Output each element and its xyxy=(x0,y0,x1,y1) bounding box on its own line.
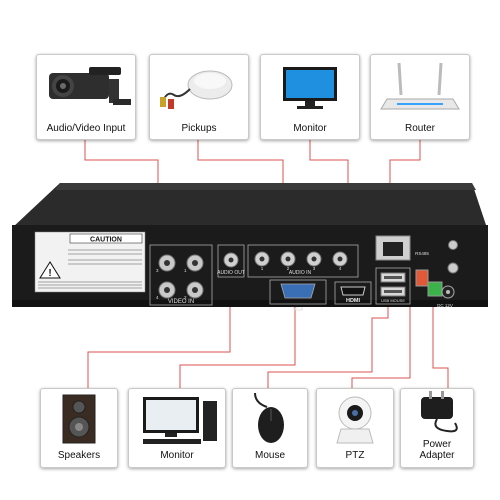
audio-in-number: 2 xyxy=(287,266,290,271)
line-ptz xyxy=(351,305,411,388)
device-card-pickups: Pickups xyxy=(149,54,249,140)
audio-in-label: AUDIO IN xyxy=(289,270,312,276)
power-jack: DC 12V xyxy=(437,285,455,308)
device-card-router: Router xyxy=(370,54,470,140)
line-mouse xyxy=(267,303,389,388)
router-icon xyxy=(380,62,460,110)
audio-out-port: AUDIO OUT xyxy=(217,244,245,278)
microphone-icon xyxy=(160,70,233,109)
device-card-ptz: PTZ xyxy=(316,388,394,468)
video-in-number: 1 xyxy=(184,268,187,273)
vga-port: VGA xyxy=(269,279,327,313)
power-adapter-icon xyxy=(421,391,458,433)
rs485-label: RS485 xyxy=(415,251,429,256)
device-card-av-input: Audio/Video Input xyxy=(36,54,136,140)
power-label: DC 12V xyxy=(437,303,453,308)
line-monitor-bottom xyxy=(179,305,296,388)
device-label: Monitor xyxy=(160,450,194,461)
caution-title: CAUTION xyxy=(90,237,122,244)
video-in-number: 2 xyxy=(184,295,187,300)
device-card-monitor: Monitor xyxy=(260,54,360,140)
device-label: Speakers xyxy=(57,450,101,461)
ptz-terminal xyxy=(415,269,443,297)
device-label: Mouse xyxy=(254,450,285,461)
audio-in-number: 4 xyxy=(339,266,342,271)
ptz-camera-icon xyxy=(336,396,374,444)
video-in-ports: VIDEO IN xyxy=(149,244,213,306)
device-label: PTZ xyxy=(345,450,365,461)
monitor-icon xyxy=(283,67,337,109)
device-card-mouse: Mouse xyxy=(232,388,308,468)
desktop-computer-icon xyxy=(143,397,217,444)
device-label: Power Adapter xyxy=(419,439,455,461)
line-speakers xyxy=(87,268,231,388)
audio-out-label: AUDIO OUT xyxy=(217,270,245,276)
audio-in-ports: AUDIO IN xyxy=(247,244,359,278)
bullet-camera-icon xyxy=(49,67,131,105)
device-card-power-adapter: Power Adapter xyxy=(400,388,474,468)
hdmi-label: HDMI xyxy=(346,298,361,304)
speaker-icon xyxy=(62,394,96,444)
caution-label: CAUTION ! xyxy=(34,231,146,293)
audio-in-number: 1 xyxy=(261,266,264,271)
device-label: Audio/Video Input xyxy=(46,123,126,134)
video-in-number: 4 xyxy=(156,295,159,300)
device-label: Router xyxy=(404,123,435,134)
audio-in-number: 3 xyxy=(313,266,316,271)
hdmi-port: HDMI xyxy=(334,281,372,305)
svg-text:!: ! xyxy=(48,268,51,279)
video-in-number: 3 xyxy=(156,268,159,273)
usb-label: USB MOUSE xyxy=(381,298,405,303)
mouse-icon xyxy=(254,392,284,443)
device-label: Monitor xyxy=(293,123,327,134)
line-power xyxy=(432,306,449,388)
ground-screw xyxy=(447,240,459,274)
device-label: Pickups xyxy=(181,123,217,134)
lan-port: RS485 xyxy=(375,235,429,261)
device-card-monitor-bottom: Monitor xyxy=(128,388,226,468)
video-in-label: VIDEO IN xyxy=(168,299,194,305)
device-card-speakers: Speakers xyxy=(40,388,118,468)
vga-label: VGA xyxy=(293,307,304,313)
usb-ports: USB MOUSE xyxy=(375,267,411,305)
